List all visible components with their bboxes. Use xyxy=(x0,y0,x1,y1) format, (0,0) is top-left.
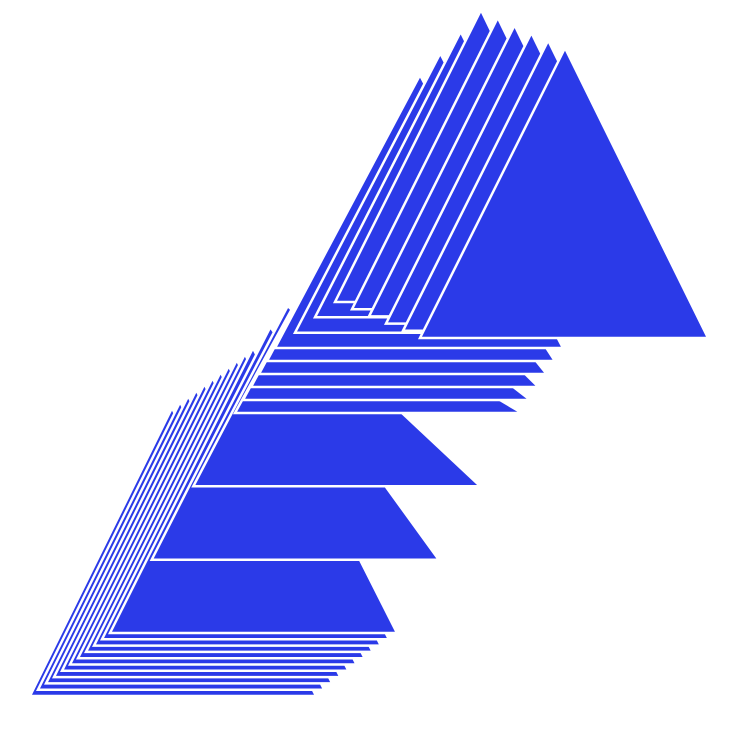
triangle-stack xyxy=(27,7,711,698)
triangle-27 xyxy=(417,45,711,340)
